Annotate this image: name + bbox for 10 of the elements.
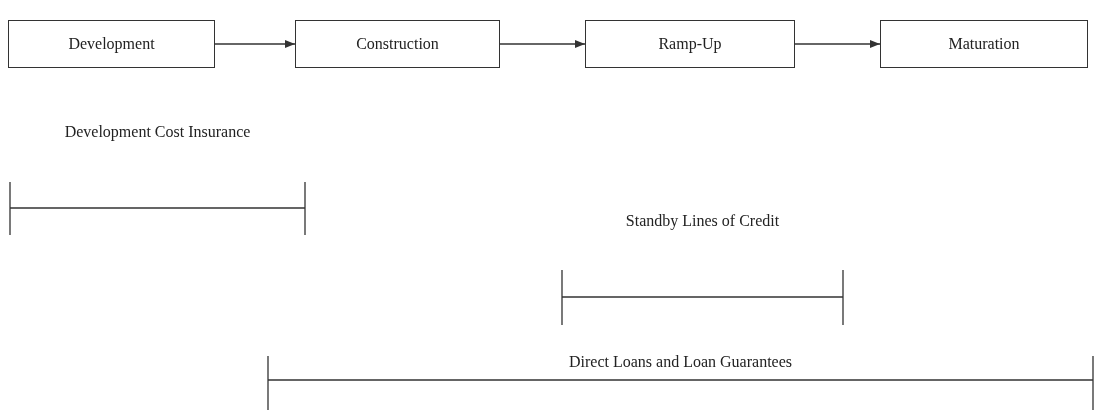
span-label: Direct Loans and Loan Guarantees <box>568 352 793 372</box>
stage-box: Construction <box>295 20 500 68</box>
stage-box: Maturation <box>880 20 1088 68</box>
arrow <box>794 39 881 49</box>
stage-box: Ramp-Up <box>585 20 795 68</box>
span-label: Development Cost Insurance <box>63 122 252 142</box>
arrow <box>214 39 296 49</box>
stage-box: Development <box>8 20 215 68</box>
span-label: Standby Lines of Credit <box>624 211 781 231</box>
arrow <box>499 39 586 49</box>
